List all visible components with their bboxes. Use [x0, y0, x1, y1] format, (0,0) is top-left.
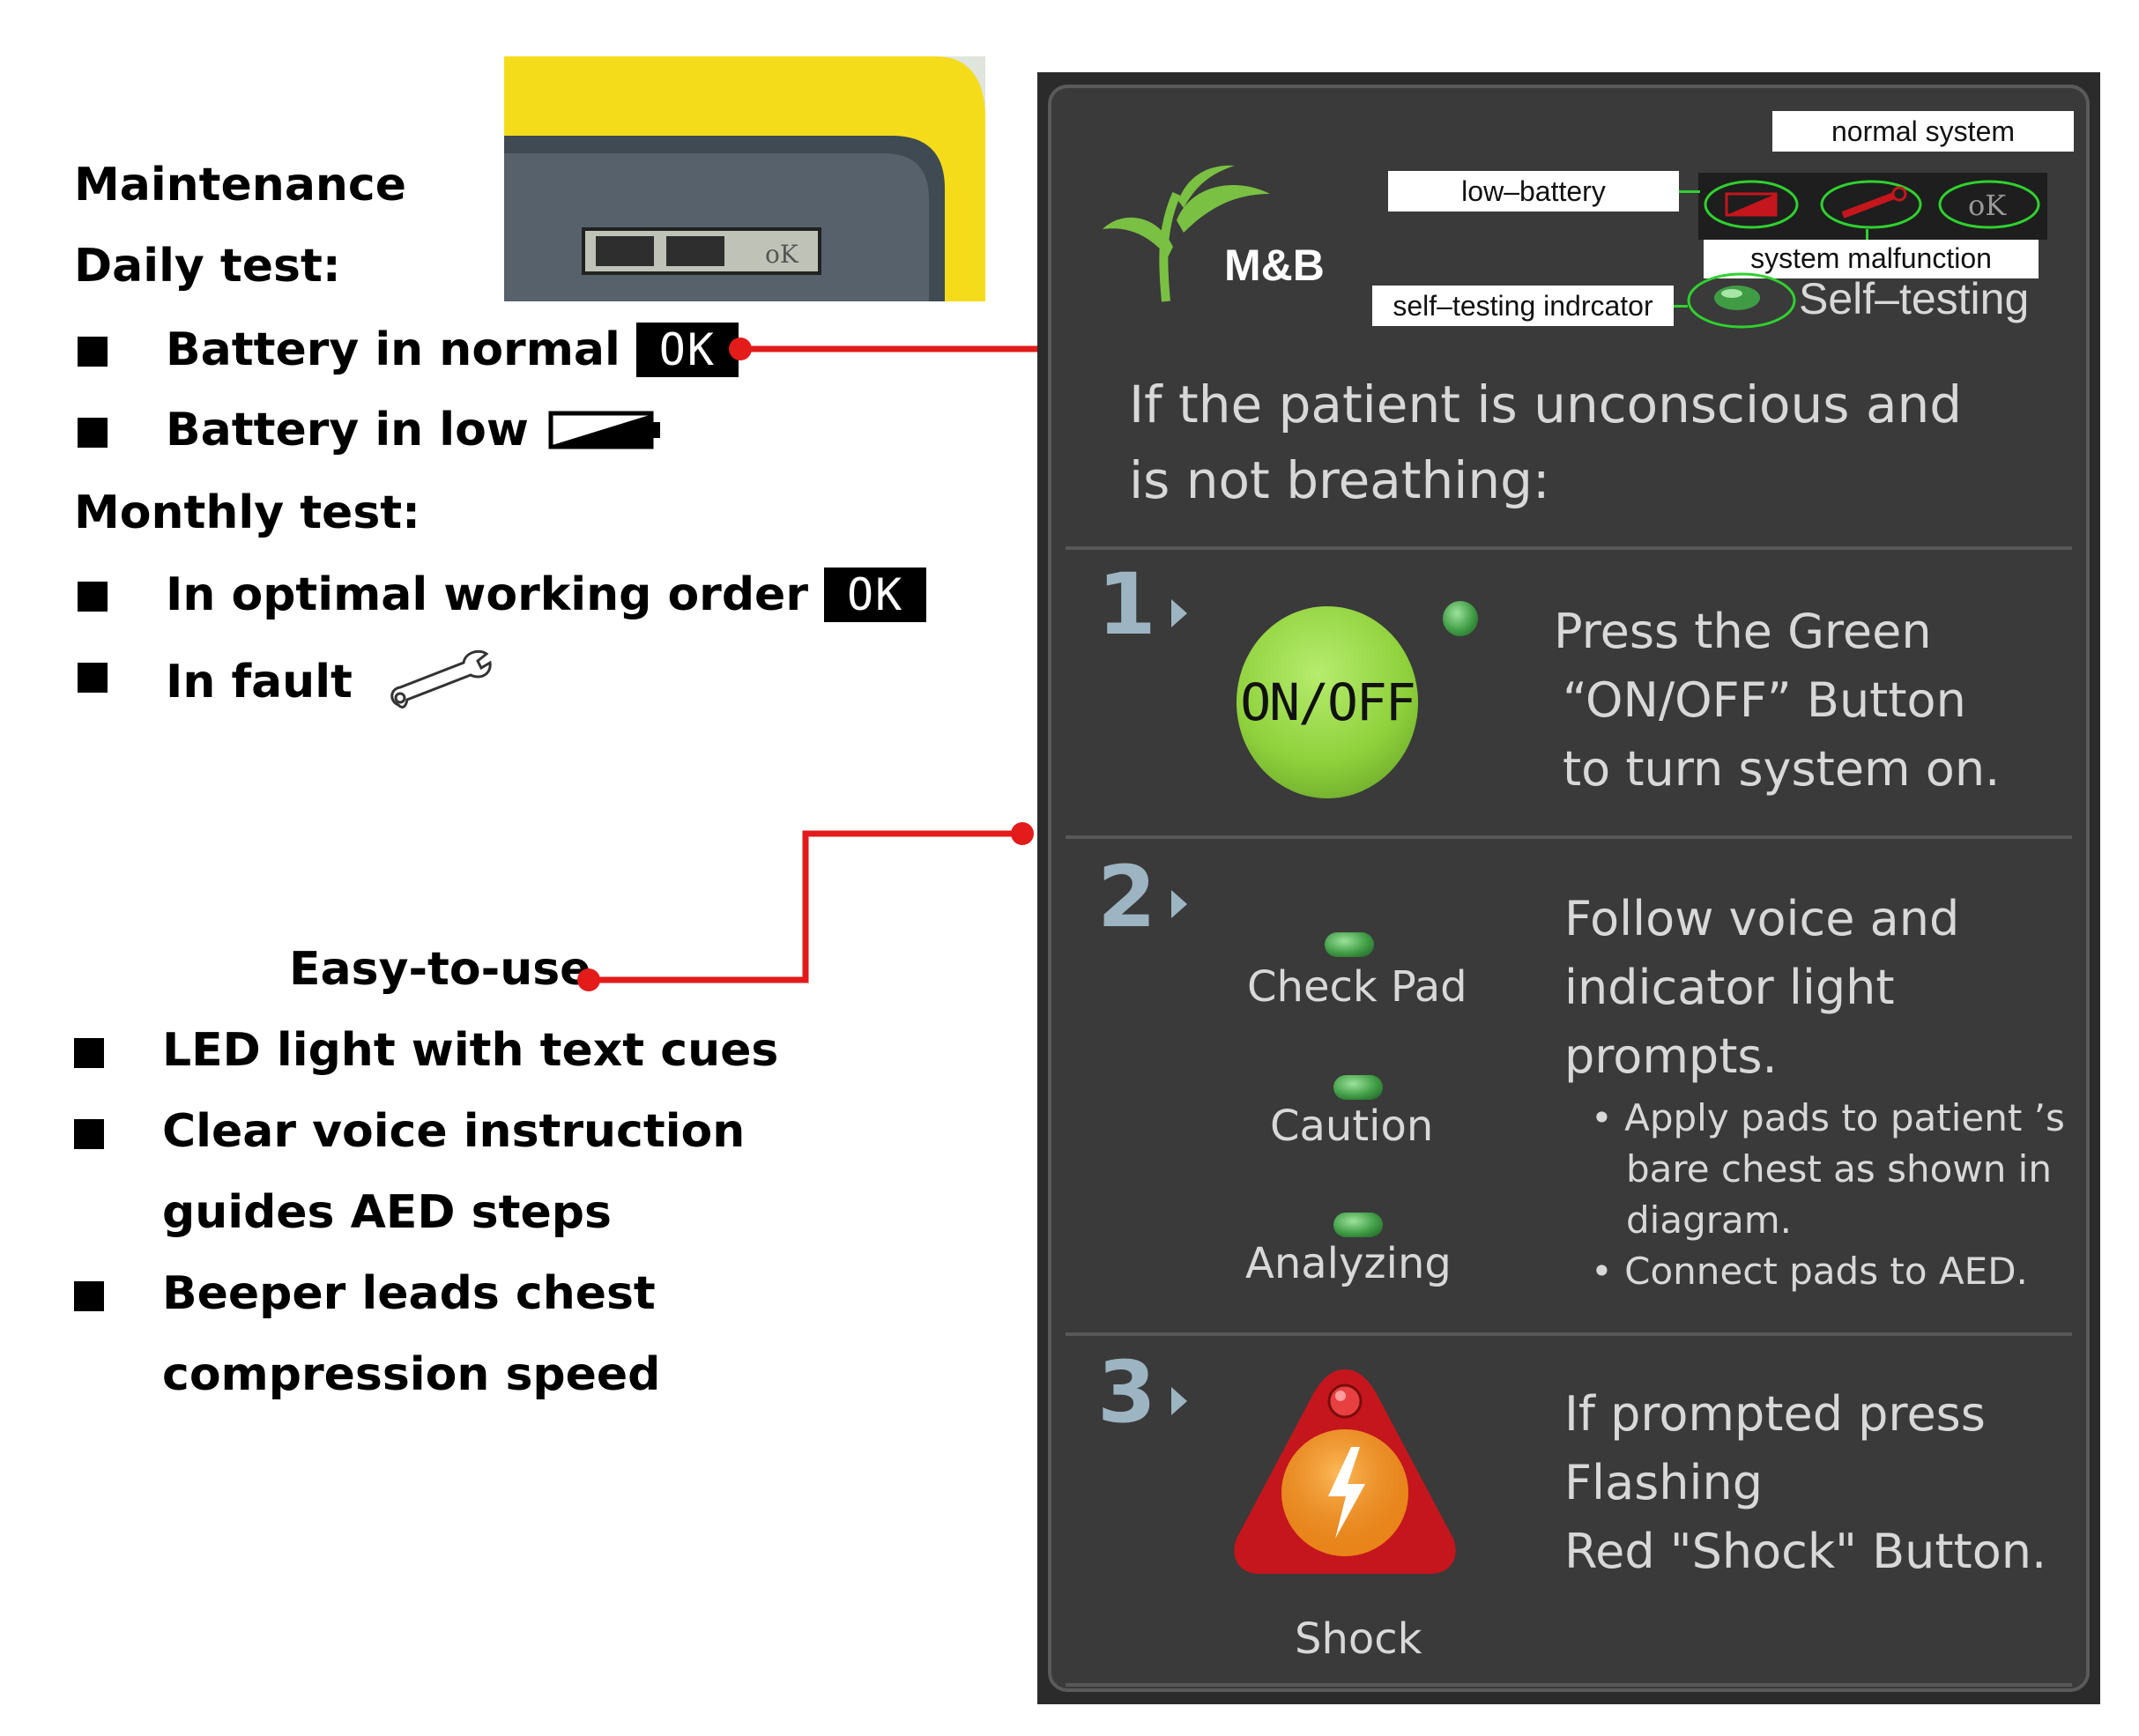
step-1-line-3: to turn system on. [1563, 741, 2001, 797]
check-pad-led [1325, 932, 1374, 957]
ok-badge: OK [635, 323, 739, 377]
onoff-status-led [1443, 601, 1478, 636]
battery-normal-item: Battery in normal OK [166, 323, 739, 377]
lightning-icon [1328, 1447, 1365, 1539]
step-1-line-2: “ON/OFF” Button [1563, 672, 1966, 728]
easy-to-use-heading: Easy-to-use [289, 943, 591, 996]
bullet [74, 1119, 104, 1149]
bullet [78, 337, 108, 367]
step-2-line-2: indicator light [1564, 960, 1895, 1015]
step-1-number: 1 [1097, 555, 1156, 654]
feature-item-continued: compression speed [162, 1348, 661, 1401]
callout-leader [1679, 190, 1700, 193]
check-pad-label: Check Pad [1247, 962, 1467, 1012]
analyzing-label: Analyzing [1245, 1239, 1452, 1288]
intro-line-2: is not breathing: [1129, 450, 1550, 510]
step-arrow-icon [1171, 1387, 1187, 1415]
analyzing-led [1333, 1213, 1383, 1237]
step-divider [1066, 835, 2072, 839]
status-ok-text: oK [1968, 189, 2007, 222]
shock-button[interactable] [1226, 1362, 1464, 1583]
in-fault-item: In fault [166, 647, 497, 717]
status-icons: oK [1704, 180, 2040, 229]
step-3-line-3: Red "Shock" Button. [1564, 1524, 2047, 1579]
battery-low-icon [548, 411, 660, 449]
shock-label: Shock [1295, 1614, 1422, 1664]
step-divider [1066, 1683, 2072, 1687]
bullet [74, 1281, 104, 1311]
caution-led [1333, 1075, 1383, 1100]
step-divider [1066, 1332, 2072, 1336]
normal-system-callout: normal system [1772, 111, 2074, 152]
daily-test-heading: Daily test: [74, 240, 341, 293]
in-fault-label: In fault [166, 656, 353, 708]
step-2-bullet-1-line-3: diagram. [1626, 1198, 1792, 1242]
intro-line-1: If the patient is unconscious and [1129, 375, 1963, 434]
self-test-led [1687, 272, 1796, 329]
panel-frame: M&B normal system low–battery system mal… [1048, 85, 2090, 1692]
step-2-line-1: Follow voice and [1564, 891, 1960, 946]
feature-item: Clear voice instruction [162, 1105, 746, 1158]
device-photo-art: oK [504, 56, 985, 301]
status-indicator-strip: oK [1698, 173, 2047, 240]
maintenance-heading: Maintenance [74, 159, 407, 211]
step-2-line-3: prompts. [1564, 1028, 1778, 1084]
optimal-order-item: In optimal working order OK [166, 568, 927, 622]
step-arrow-icon [1171, 890, 1187, 918]
device-photo: oK [504, 56, 985, 301]
step-arrow-icon [1171, 599, 1187, 627]
caution-label: Caution [1270, 1102, 1434, 1151]
feature-item: Beeper leads chest [162, 1267, 656, 1320]
optimal-order-label: In optimal working order [166, 568, 808, 621]
callout-leader [1674, 305, 1688, 308]
step-1-line-1: Press the Green [1554, 604, 1932, 659]
onoff-button-label: ON/OFF [1240, 672, 1416, 732]
aed-instruction-panel: M&B normal system low–battery system mal… [1037, 72, 2100, 1704]
system-malfunction-callout: system malfunction [1704, 238, 2039, 278]
wrench-icon [390, 649, 492, 708]
self-testing-indicator-callout: self–testing indrcator [1372, 286, 1674, 326]
bullet [78, 418, 108, 448]
step-3-number: 3 [1097, 1343, 1156, 1442]
bullet [74, 1038, 104, 1068]
self-testing-label: Self–testing [1799, 274, 2030, 323]
step-2-number: 2 [1097, 848, 1156, 946]
device-ok-text: oK [765, 240, 799, 269]
battery-normal-label: Battery in normal [166, 323, 620, 376]
onoff-button[interactable]: ON/OFF [1237, 606, 1418, 798]
step-3-line-2: Flashing [1564, 1455, 1764, 1510]
feature-item-continued: guides AED steps [162, 1186, 612, 1239]
step-divider [1066, 546, 2072, 550]
callout-leader [1866, 229, 1868, 240]
ok-badge: OK [823, 568, 927, 622]
step-2-bullet-1-line-1: • Apply pads to patient ’s [1591, 1096, 2065, 1139]
brand-leaf-logo [1103, 165, 1270, 302]
bullet [78, 663, 108, 693]
brand-name: M&B [1224, 241, 1325, 290]
step-2-bullet-1-line-2: bare chest as shown in [1626, 1147, 2052, 1191]
step-2-bullet-2: • Connect pads to AED. [1591, 1250, 2028, 1293]
monthly-test-heading: Monthly test: [74, 486, 420, 539]
battery-low-label: Battery in low [166, 404, 529, 456]
battery-low-item: Battery in low [166, 404, 663, 456]
step-3-line-1: If prompted press [1564, 1386, 1986, 1442]
feature-item: LED light with text cues [162, 1024, 779, 1077]
bullet [78, 582, 108, 612]
low-battery-callout: low–battery [1388, 171, 1679, 211]
